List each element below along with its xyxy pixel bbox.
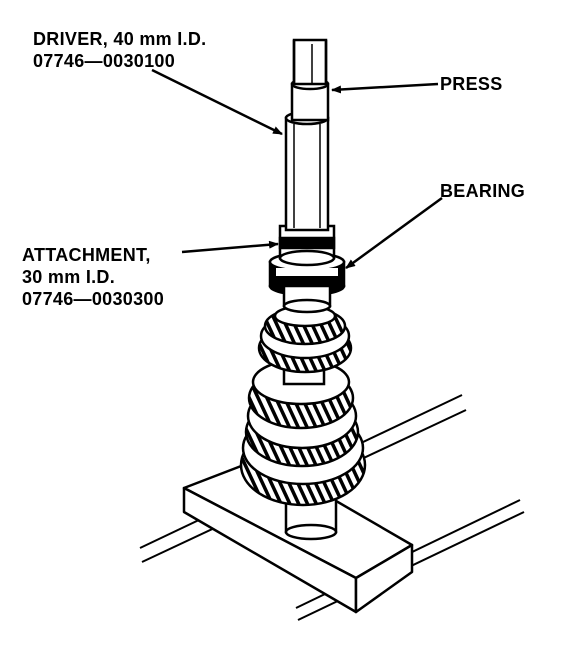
leader-arrows xyxy=(151,68,443,270)
attachment-label-line2: 30 mm I.D. xyxy=(22,267,116,287)
press-leader xyxy=(331,82,439,94)
upper-gear xyxy=(257,304,353,374)
attachment xyxy=(278,224,336,267)
attachment-label-line3: 07746—0030300 xyxy=(22,289,165,309)
bearing-leader xyxy=(345,196,443,270)
driver-label-line2: 07746—0030100 xyxy=(33,51,176,71)
bearing-label: BEARING xyxy=(440,181,526,201)
driver xyxy=(284,110,330,232)
attachment-label: ATTACHMENT, 30 mm I.D. 07746—0030300 xyxy=(22,244,164,310)
driver-label: DRIVER, 40 mm I.D. 07746—0030100 xyxy=(33,28,206,72)
driver-handle xyxy=(290,38,330,122)
driver-label-line1: DRIVER, 40 mm I.D. xyxy=(33,29,207,49)
attachment-label-line1: ATTACHMENT, xyxy=(22,245,151,265)
lower-gear-cluster xyxy=(239,358,367,507)
driver-leader xyxy=(151,68,283,136)
attachment-leader xyxy=(181,240,279,254)
press-label: PRESS xyxy=(440,74,503,94)
